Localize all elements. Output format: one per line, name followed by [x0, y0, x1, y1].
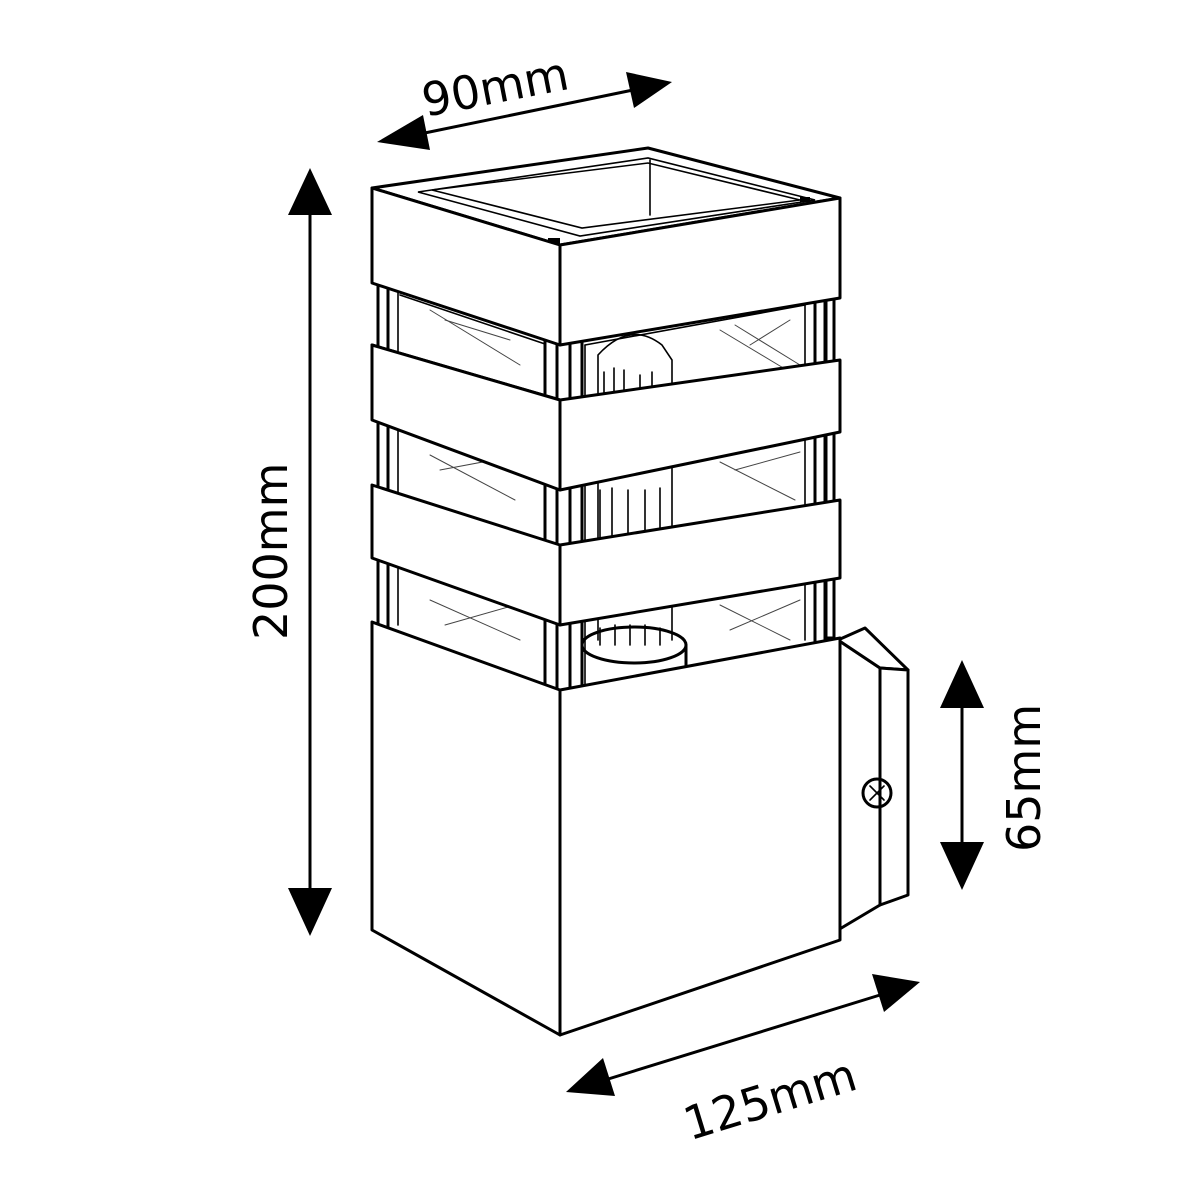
middle-band-upper	[370, 343, 842, 492]
dimension-label-height: 200mm	[244, 463, 298, 640]
dimension-width-top: 90mm	[377, 46, 672, 150]
top-frame	[370, 146, 842, 347]
dimension-label-width: 90mm	[417, 46, 573, 127]
base-housing	[370, 620, 842, 1037]
dimension-height-total: 200mm	[244, 168, 332, 936]
dimension-label-depth: 125mm	[677, 1047, 862, 1151]
glass-panels	[372, 280, 840, 697]
dimension-label-bracket: 65mm	[997, 704, 1051, 852]
lamp-body	[370, 146, 842, 1037]
mount-screw-icon	[861, 777, 893, 809]
dimension-bracket-height: 65mm	[940, 660, 1051, 890]
middle-band-lower	[370, 483, 842, 627]
wall-mount-bracket	[836, 626, 910, 932]
